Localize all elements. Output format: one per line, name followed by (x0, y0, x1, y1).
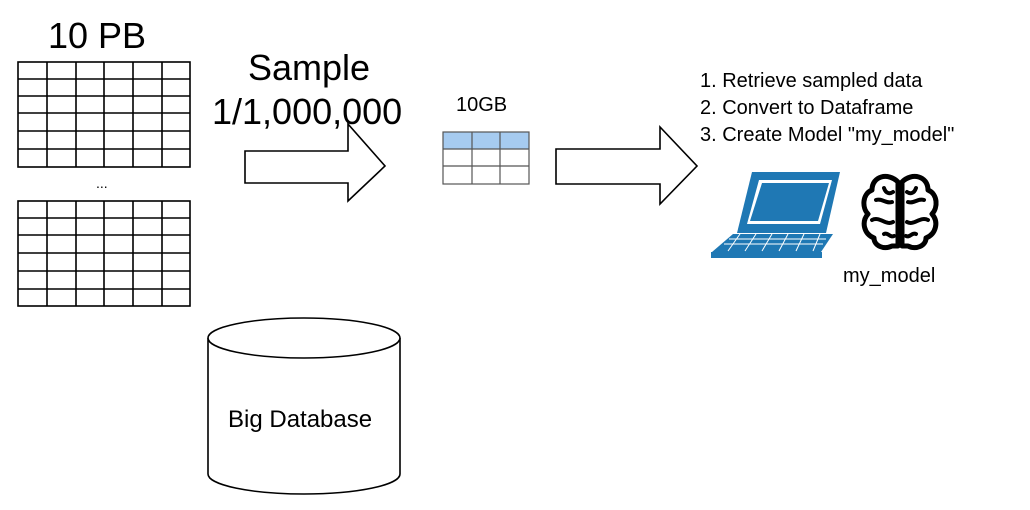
sample-table-icon (442, 131, 530, 185)
table-ellipsis: ... (96, 175, 108, 191)
model-name-label: my_model (843, 265, 936, 287)
database-label: Big Database (228, 406, 373, 433)
sample-arrow-icon (244, 121, 387, 203)
step-item: 2. Convert to Dataframe (700, 97, 914, 119)
brain-icon (861, 173, 939, 251)
step-item: 3. Create Model "my_model" (700, 124, 955, 146)
laptop-icon (711, 172, 840, 258)
big-table-top-icon (17, 61, 191, 168)
big-table-bottom-icon (17, 200, 191, 307)
process-arrow-icon (555, 124, 699, 206)
step-item: 1. Retrieve sampled data (700, 70, 923, 92)
sample-size-label: 10GB (456, 94, 508, 116)
database-cylinder-icon (207, 317, 401, 495)
sample-ratio-label: 1/1,000,000 (212, 91, 403, 132)
total-size-label: 10 PB (48, 15, 147, 56)
steps-list: 1. Retrieve sampled data 2. Convert to D… (700, 68, 954, 149)
sample-title: Sample (248, 47, 371, 88)
